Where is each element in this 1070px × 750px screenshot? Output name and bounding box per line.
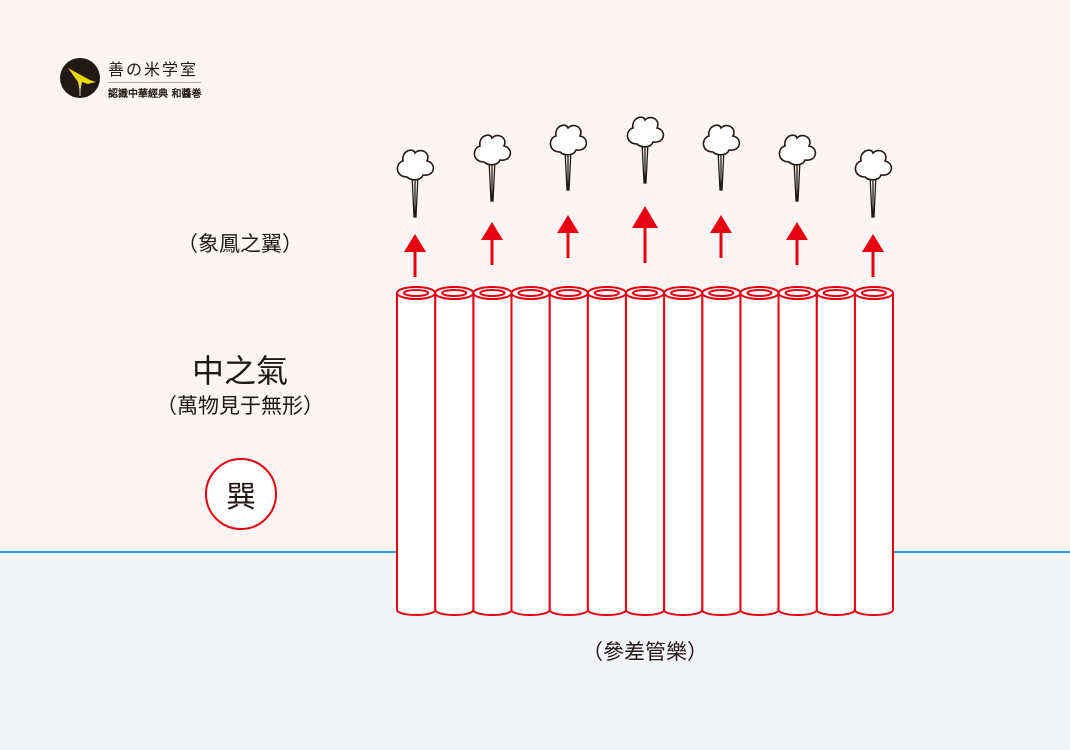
pipe-top (815, 286, 856, 300)
feather-puff-icon (549, 124, 588, 156)
pipes-label: （參差管樂） (582, 640, 708, 664)
pipe-bore (517, 289, 544, 297)
up-arrow-icon (710, 215, 732, 233)
pipe-top (510, 286, 551, 300)
bird-logo-icon (60, 58, 100, 98)
pipe (663, 293, 704, 616)
pipe (777, 293, 818, 616)
trigram-badge: 巽 (205, 458, 277, 530)
pipe-top (586, 286, 627, 300)
feather-puff-icon (702, 124, 741, 156)
feather-stem (869, 174, 877, 218)
pipe-top (548, 286, 589, 300)
pipe-bore (708, 289, 735, 297)
logo-subtitle: 認識中華經典 和醬巻 (108, 89, 202, 100)
pipe (701, 293, 742, 616)
up-arrow-icon (481, 222, 503, 240)
pipe-bore (441, 289, 468, 297)
pipe (510, 293, 551, 616)
up-arrow-icon (557, 215, 579, 233)
up-arrow-icon (632, 206, 658, 228)
feather-stem (717, 149, 725, 191)
pipe-bore (479, 289, 506, 297)
up-arrow-icon (862, 234, 884, 252)
pipe-top (624, 286, 666, 300)
pipe (434, 293, 475, 616)
feather-puff-icon (854, 149, 893, 181)
pipe-top (701, 286, 742, 300)
pipe-bore (631, 289, 659, 297)
pipe-bore (555, 289, 582, 297)
feather-stem (411, 174, 419, 218)
pipe (472, 293, 513, 616)
pipe-top (739, 286, 780, 300)
pipe-bore (670, 289, 697, 297)
pipe-bore (784, 289, 811, 297)
feather-stem (564, 149, 572, 191)
pipe (853, 293, 894, 616)
pipe-bore (746, 289, 773, 297)
up-arrow-icon (404, 234, 426, 252)
middle-qi-subtitle: （萬物見于無形） (156, 394, 324, 418)
pipe-bore (860, 289, 888, 297)
feather-puff-icon (778, 134, 817, 166)
pipe-top (434, 286, 475, 300)
pipe-bore (403, 289, 430, 297)
phoenix-wing-label: （象鳳之翼） (177, 232, 303, 256)
pipe-top (396, 286, 437, 300)
pipe (739, 293, 780, 616)
pipe (815, 293, 856, 616)
logo: 善の米学室 認識中華經典 和醬巻 (60, 56, 202, 100)
feather-stem (641, 141, 649, 184)
pipe-top (777, 286, 818, 300)
pipe (396, 293, 437, 616)
feather-puff-icon (473, 134, 512, 166)
pipe (624, 293, 666, 616)
middle-qi-title: 中之氣 (191, 352, 288, 390)
feather-puff-icon (626, 116, 665, 148)
feather-stem (488, 159, 496, 202)
pipe-bore (593, 289, 620, 297)
up-arrow-icon (786, 222, 808, 240)
feather-stem (793, 159, 801, 202)
pipe (548, 293, 589, 616)
pipe-top (472, 286, 513, 300)
feather-puff-icon (396, 149, 435, 181)
pipe-top (663, 286, 704, 300)
pipe-bore (822, 289, 849, 297)
pipe (586, 293, 627, 616)
pipe-top (853, 286, 895, 300)
logo-title: 善の米学室 (108, 56, 202, 83)
